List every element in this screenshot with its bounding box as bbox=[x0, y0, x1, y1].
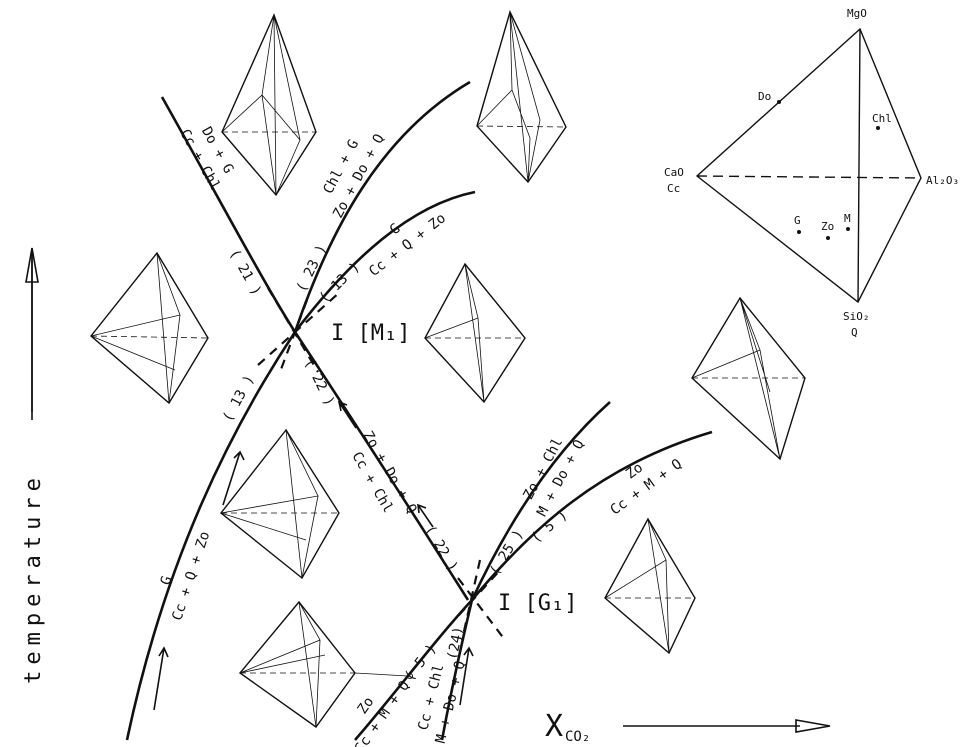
invariant-point-g1: I [G₁] bbox=[498, 591, 577, 616]
mini-tetrahedron-8 bbox=[238, 600, 413, 728]
r13l-lower: Cc + Q + Zo bbox=[169, 529, 213, 622]
x-axis-subscript: CO₂ bbox=[565, 729, 590, 745]
metastable-extension-m1-b bbox=[278, 299, 309, 373]
x-axis: X CO₂ bbox=[545, 709, 831, 745]
reaction-curve-25-24 bbox=[440, 401, 611, 741]
r13u-number: ( 13 ) bbox=[316, 259, 363, 306]
r24-number: (24) bbox=[445, 625, 468, 661]
chl-point bbox=[876, 126, 880, 130]
q-label: Q bbox=[851, 326, 858, 339]
metastable-extension-g1-b bbox=[447, 567, 503, 628]
reaction-curve-13 bbox=[125, 190, 476, 741]
mini-tetrahedron-7 bbox=[604, 517, 696, 655]
arrow-curve-22-lower bbox=[417, 503, 434, 528]
do-label: Do bbox=[758, 90, 771, 103]
mini-tetrahedron-5 bbox=[691, 296, 806, 461]
g-point bbox=[797, 230, 801, 234]
sio2-label: SiO₂ bbox=[843, 310, 870, 323]
m-label: M bbox=[844, 212, 851, 225]
cc-label: Cc bbox=[667, 182, 680, 195]
r13u-upper: G bbox=[387, 220, 403, 238]
reaction-curve-23 bbox=[293, 80, 471, 333]
chl-label: Chl bbox=[872, 112, 892, 125]
mini-tetrahedron-1 bbox=[221, 13, 317, 197]
mini-tetrahedron-2 bbox=[476, 10, 567, 184]
mini-tetrahedron-4 bbox=[424, 262, 526, 404]
zo-label: Zo bbox=[821, 220, 834, 233]
cao-label: CaO bbox=[664, 166, 684, 179]
y-axis-label: temperature bbox=[21, 472, 46, 684]
do-point bbox=[777, 100, 781, 104]
reaction-curve-5 bbox=[354, 430, 713, 741]
metastable-extension-g1-c bbox=[460, 559, 482, 641]
metastable-extension-m1-c bbox=[257, 291, 341, 366]
mgo-label: MgO bbox=[847, 7, 867, 20]
mini-tetrahedron-3 bbox=[90, 251, 209, 405]
reference-tetrahedron: MgO Al₂O₃ CaO Cc SiO₂ Q Do Chl G Zo M bbox=[664, 7, 959, 339]
metastable-extension-m1-a bbox=[267, 287, 319, 373]
r22-number-upper: ( 22 ) bbox=[301, 356, 338, 408]
invariant-point-m1: I [M₁] bbox=[331, 321, 410, 346]
mini-tetrahedron-6 bbox=[220, 428, 340, 580]
zo-point bbox=[826, 236, 830, 240]
g-label: G bbox=[794, 214, 801, 227]
r5l-upper: Zo bbox=[355, 694, 378, 717]
r13l-number: ( 13 ) bbox=[220, 372, 258, 424]
r5u-lower: Cc + M + Q bbox=[607, 456, 685, 518]
arrow-curve-22-upper bbox=[337, 400, 357, 429]
metastable-extension-g1-a bbox=[457, 577, 506, 641]
x-axis-label: X bbox=[545, 709, 563, 744]
m-point bbox=[846, 227, 850, 231]
r22-number-lower: ( 22 ) bbox=[422, 523, 461, 575]
al2o3-label: Al₂O₃ bbox=[926, 174, 959, 187]
y-axis: temperature bbox=[14, 247, 50, 740]
arrow-curve-13-top bbox=[222, 450, 245, 506]
arrow-curve-24 bbox=[459, 646, 474, 706]
arrow-curve-13-bottom bbox=[153, 646, 169, 711]
